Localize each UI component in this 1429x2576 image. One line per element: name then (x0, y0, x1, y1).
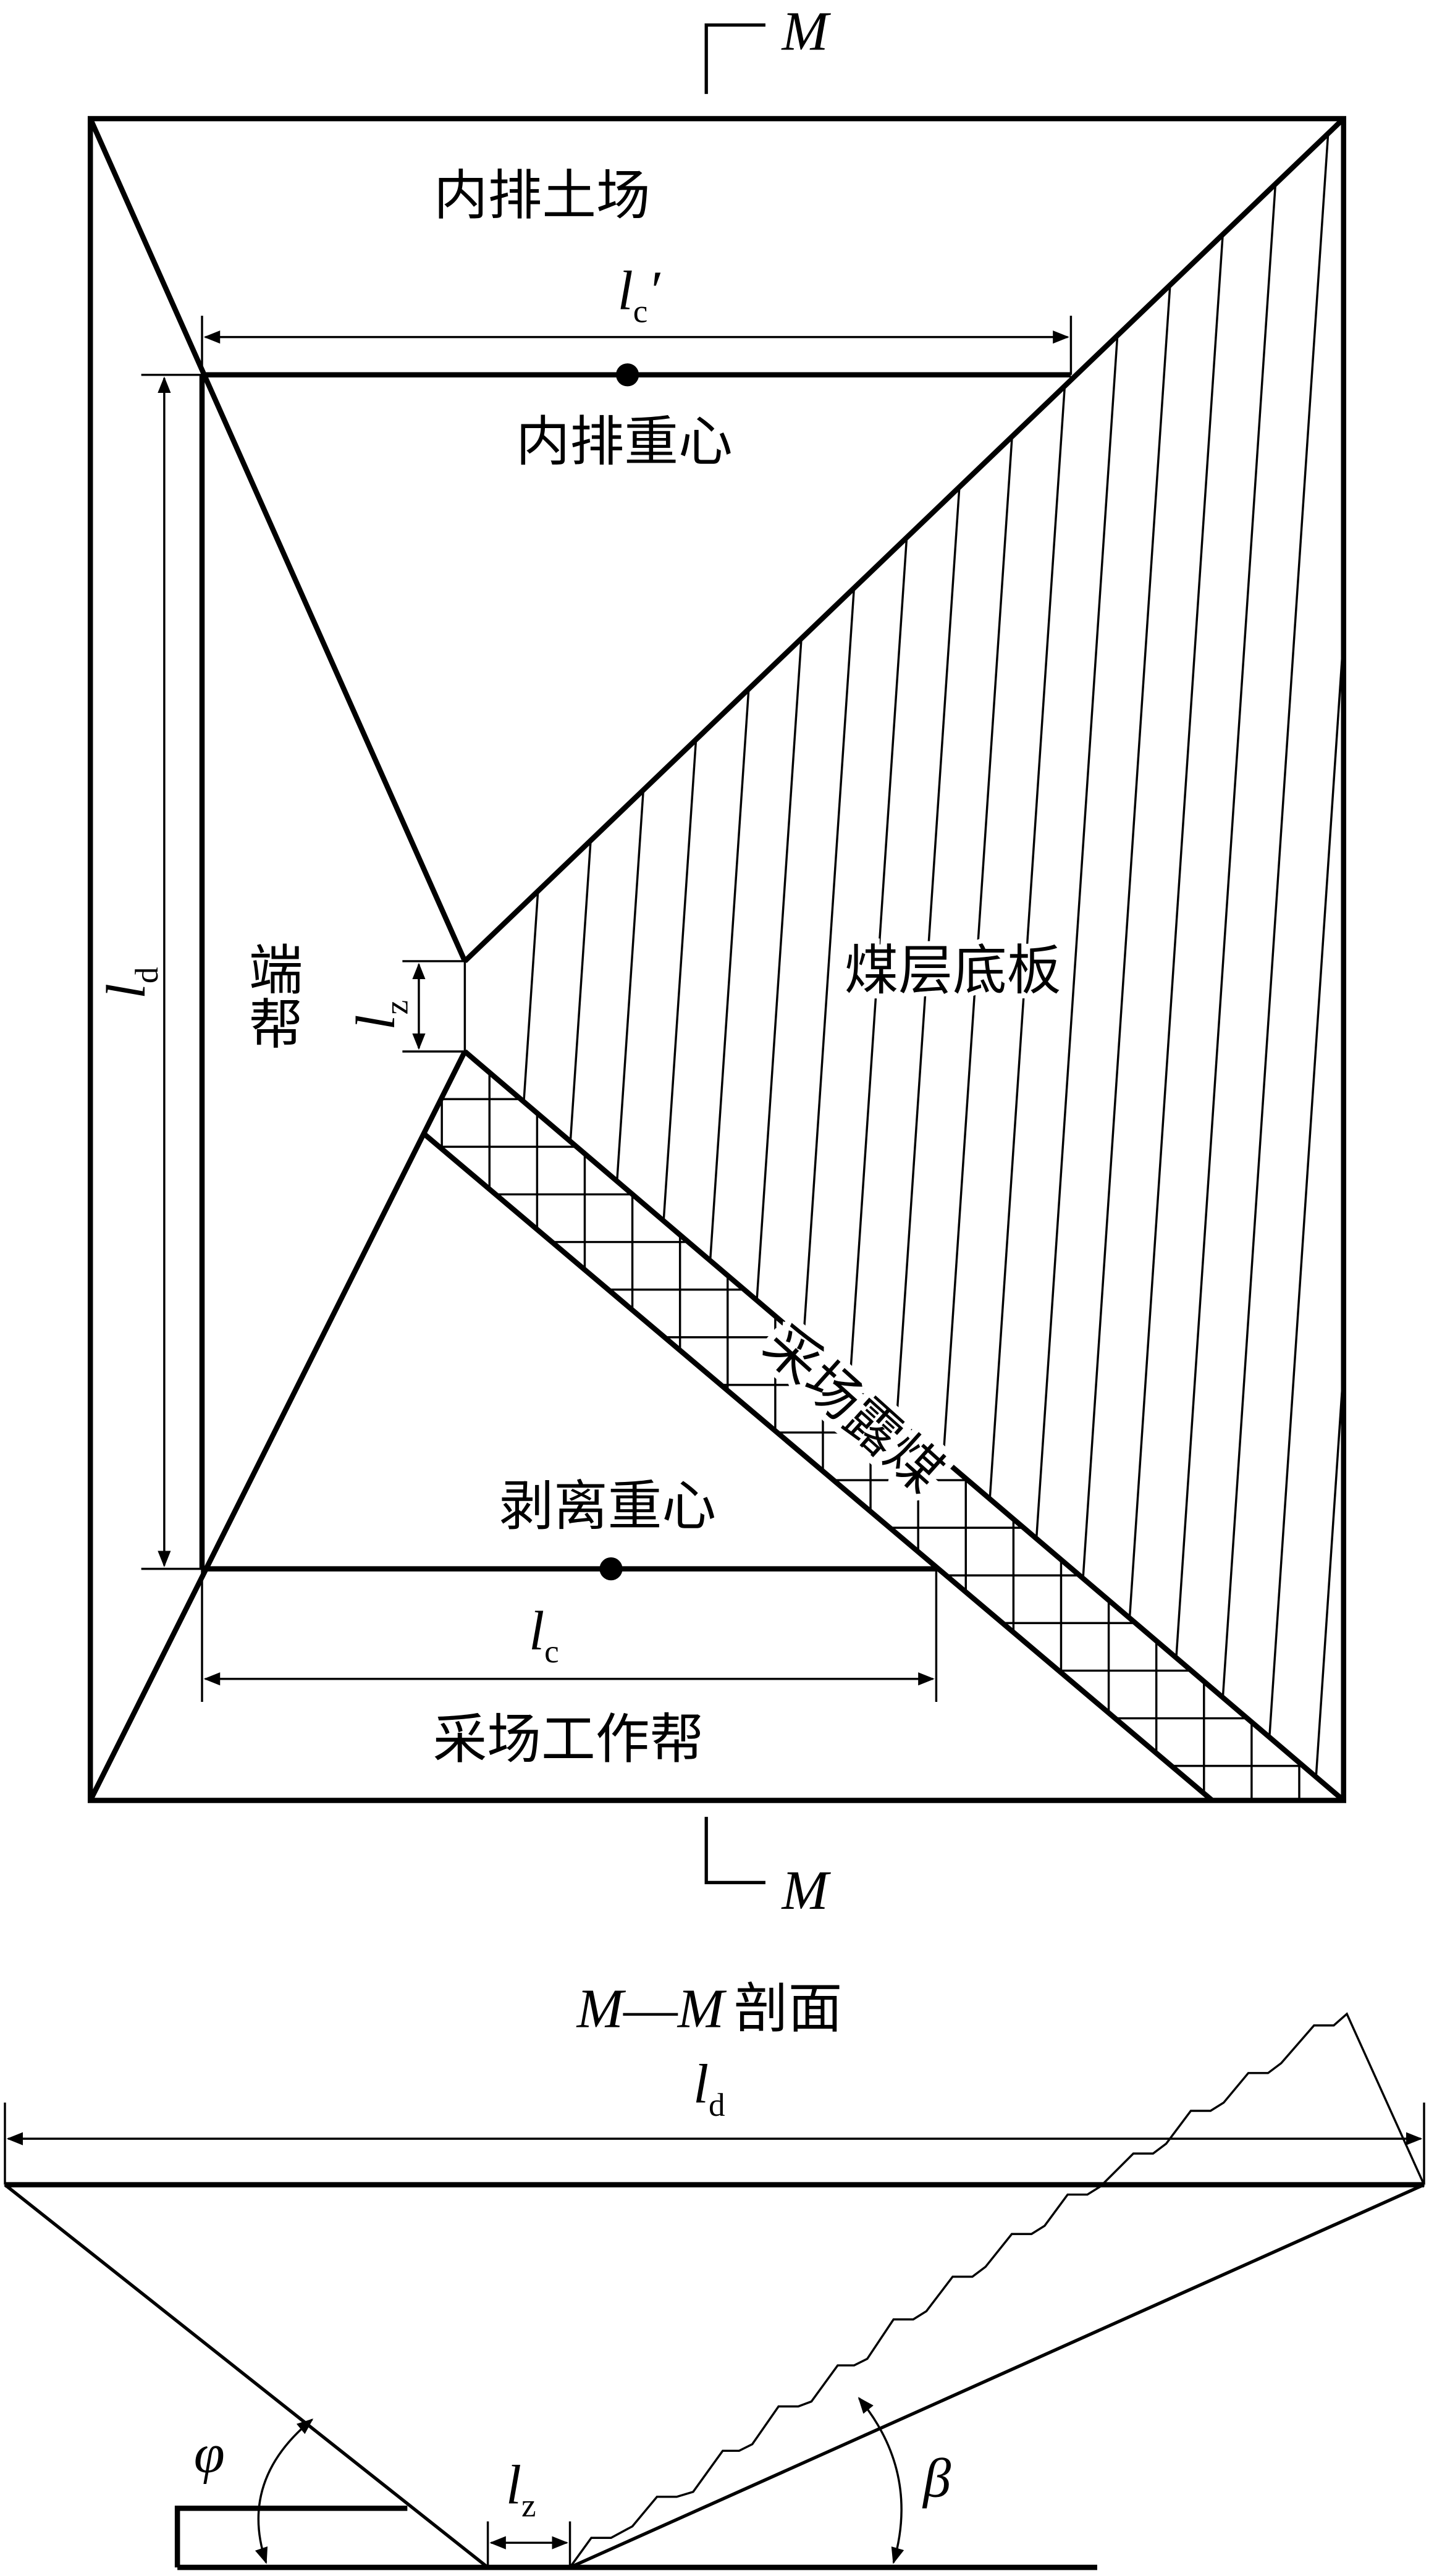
section-coal-floor-slope (569, 2183, 1425, 2569)
hatch-line (1313, 119, 1344, 1801)
hatch-line (623, 119, 741, 1801)
hatch-line (475, 119, 592, 1801)
hatch-line (672, 119, 790, 1801)
ld-label: ld (95, 967, 165, 999)
lc-prime-label: lc′ (618, 259, 661, 329)
exposed-coal-lower-edge (422, 1131, 1214, 1803)
beta-angle-arc (858, 2397, 904, 2564)
internal-dump-centroid-label: 内排重心 (516, 412, 733, 472)
section-ld-label: ld (693, 2053, 725, 2123)
hatch-line (1165, 119, 1283, 1801)
hatch-line (1116, 119, 1233, 1801)
section-marker-top-label: M (781, 0, 832, 62)
stripping-centroid-dot (599, 1557, 623, 1581)
beta-label: β (922, 2447, 951, 2509)
hatch-line (1066, 119, 1184, 1801)
end-slope-lower-edge (88, 1050, 468, 1802)
plan-view: M M lc′ ld lz lc 内排土场 内排重心 端帮 煤层底板 采场露煤 … (87, 0, 1429, 1921)
section-marker-bottom (704, 1817, 765, 1885)
hatch-line (722, 119, 839, 1801)
section-marker-bottom-label: M (781, 1859, 832, 1921)
section-end-slope (4, 2183, 489, 2569)
hatch-line (1263, 119, 1344, 1801)
phi-label: φ (194, 2422, 225, 2485)
exposed-coal-upper-edge (463, 1049, 1346, 1803)
stripping-centroid-label: 剥离重心 (499, 1476, 716, 1536)
section-equipment-block (174, 2506, 408, 2568)
working-slope-label: 采场工作帮 (433, 1709, 704, 1769)
end-slope-upper-edge (88, 117, 468, 962)
hatch-line (1017, 119, 1135, 1801)
section-lz-label: lz (506, 2453, 536, 2523)
section-marker-top (704, 23, 765, 95)
coal-floor-label: 煤层底板 (845, 941, 1061, 1001)
lc-label: lc (529, 1599, 559, 1670)
end-slope-label: 端帮 (241, 941, 301, 1050)
phi-angle-arc (255, 2418, 314, 2564)
pit-boundary (87, 116, 1347, 1803)
hatch-line (1214, 119, 1332, 1801)
hatch-line (573, 119, 691, 1801)
internal-dump-label: 内排土场 (434, 166, 651, 225)
hatch-line (525, 119, 642, 1801)
coal-floor-upper-edge (463, 116, 1346, 964)
hatch-line (1364, 99, 1429, 1807)
internal-dump-centroid-dot (615, 363, 639, 387)
lz-label: lz (344, 1000, 415, 1030)
section-coal-floor-profile (569, 2012, 1425, 2569)
